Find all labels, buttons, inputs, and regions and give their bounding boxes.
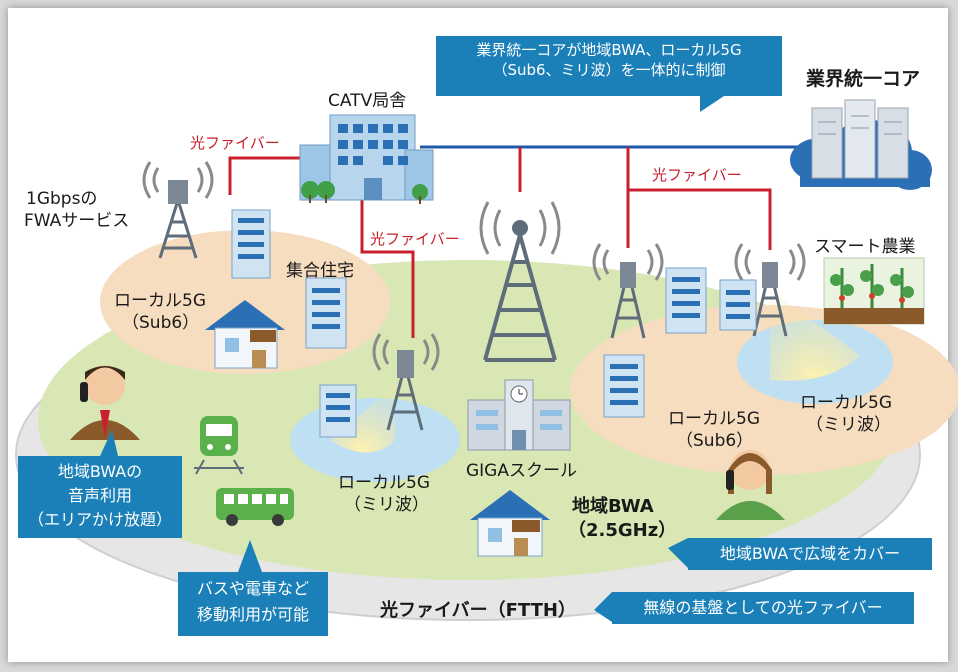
callout-fiber-tail — [594, 592, 612, 622]
callout-coverage: 地域BWAで広域をカバー — [688, 538, 932, 570]
tower-bwa-icon — [479, 201, 561, 362]
bus-icon — [216, 488, 294, 526]
callout-voice-tail — [100, 430, 118, 456]
label-local5g-mm-right-2: （ミリ波） — [806, 415, 891, 435]
callout-core-line2: （Sub6、ミリ波）を一体的に制御 — [492, 61, 726, 79]
callout-core-control: 業界統一コアが地域BWA、ローカル5G （Sub6、ミリ波）を一体的に制御 — [436, 36, 782, 96]
callout-voice-line2: 音声利用 — [67, 486, 132, 505]
callout-coverage-tail — [668, 538, 688, 568]
label-local5g-mm-right-1: ローカル5G — [800, 393, 892, 413]
tower-local5g-mm-right-icon — [734, 243, 806, 337]
callout-voice-line3: （エリアかけ放題） — [27, 510, 172, 529]
smart-agriculture-icon — [823, 257, 925, 325]
label-fwa-line2: FWAサービス — [24, 211, 130, 231]
label-local5g-sub6-right-1: ローカル5G — [668, 409, 760, 429]
callout-fiber-base: 無線の基盤としての光ファイバー — [612, 592, 914, 624]
woman-phone-icon — [716, 450, 785, 520]
label-smart-agri: スマート農業 — [814, 237, 916, 257]
fiber-to-right-5g — [626, 147, 772, 250]
man-phone-icon — [70, 365, 140, 440]
callout-mobile-line1: バスや電車など — [196, 579, 309, 598]
fiber-lines — [228, 147, 772, 338]
label-giga-school: GIGAスクール — [466, 461, 577, 481]
train-icon — [194, 416, 244, 475]
apartment-window-marks — [238, 218, 750, 422]
callout-mobile-line2: 移動利用が可能 — [196, 605, 309, 624]
label-local5g-mm-center-2: （ミリ波） — [344, 495, 429, 515]
catv-building-icon — [299, 114, 434, 204]
label-apartment: 集合住宅 — [286, 261, 354, 281]
tower-local5g-sub6-right-icon — [592, 243, 664, 339]
label-fiber-mid: 光ファイバー — [370, 230, 460, 248]
callout-fiber-base-text: 無線の基盤としての光ファイバー — [643, 598, 883, 617]
callout-voice: 地域BWAの 音声利用 （エリアかけ放題） — [18, 456, 182, 538]
label-catv: CATV局舎 — [328, 91, 407, 111]
core-server-icon — [790, 99, 932, 190]
callout-mobile: バスや電車など 移動利用が可能 — [178, 572, 328, 636]
label-ftth: 光ファイバー（FTTH） — [380, 600, 576, 621]
callout-core-line1: 業界統一コアが地域BWA、ローカル5G — [476, 41, 742, 59]
label-fwa-line1: 1Gbpsの — [26, 189, 98, 209]
school-building-icon — [467, 379, 571, 451]
label-local5g-sub6-left-2: （Sub6） — [122, 313, 200, 333]
fiber-to-center-5g — [360, 200, 415, 338]
callout-mobile-tail — [238, 540, 262, 572]
callout-voice-line1: 地域BWAの — [57, 462, 143, 481]
label-bwa-1: 地域BWA — [572, 496, 654, 517]
label-bwa-2: （2.5GHz） — [568, 520, 677, 541]
tower-fwa-icon — [142, 161, 214, 259]
fiber-to-fwa — [228, 156, 315, 195]
label-core: 業界統一コア — [806, 68, 921, 90]
label-local5g-sub6-left-1: ローカル5G — [114, 291, 206, 311]
label-fiber-left: 光ファイバー — [190, 134, 280, 152]
house-icon-bottom — [470, 490, 550, 557]
label-fiber-right: 光ファイバー — [652, 166, 742, 184]
label-local5g-sub6-right-2: （Sub6） — [676, 431, 754, 451]
callout-coverage-text: 地域BWAで広域をカバー — [719, 544, 901, 563]
tower-local5g-center-icon — [372, 333, 440, 431]
house-icon-left — [205, 300, 285, 369]
beam-right — [770, 290, 860, 381]
callout-top-tail — [700, 92, 730, 112]
label-local5g-mm-center-1: ローカル5G — [338, 473, 430, 493]
